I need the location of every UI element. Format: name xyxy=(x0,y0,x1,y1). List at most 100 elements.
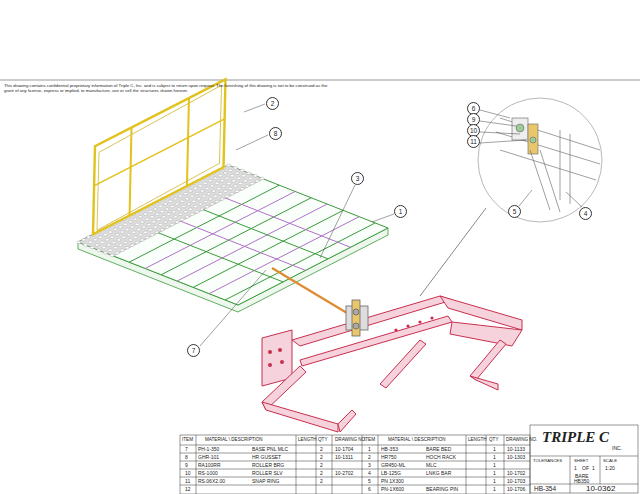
table-cell: 1 xyxy=(493,463,496,468)
plate-dimple xyxy=(125,246,129,249)
plate-dimple xyxy=(125,228,129,231)
deck-line xyxy=(181,221,306,270)
plate-dimple xyxy=(104,252,108,255)
plate-dimple xyxy=(245,185,249,188)
table-cell: 10-2702 xyxy=(335,471,353,476)
plate-dimple xyxy=(260,177,264,180)
plate-dimple xyxy=(165,208,169,211)
plate-dimple xyxy=(138,215,142,218)
plate-dimple xyxy=(153,208,157,211)
plate-dimple xyxy=(235,190,239,193)
plate-dimple xyxy=(115,252,119,255)
detail-view-part xyxy=(528,124,538,154)
table-cell: PH-1-350 xyxy=(198,447,219,452)
table-cell: 7 xyxy=(185,447,188,452)
plate-dimple xyxy=(123,223,127,226)
plate-dimple xyxy=(239,182,243,185)
plate-dimple xyxy=(103,233,107,236)
rack-bar xyxy=(130,128,132,216)
deck-line xyxy=(226,198,351,247)
table-cell: RS.06X2.00 xyxy=(198,479,225,484)
rack-frame xyxy=(97,85,222,230)
table-cell: 10-1303 xyxy=(507,455,525,460)
table-cell: DRAWING NO. xyxy=(335,438,366,443)
plate-dimple xyxy=(235,172,239,175)
deck-line xyxy=(203,210,328,259)
plate-dimple xyxy=(128,221,132,224)
table-cell: 10-1311 xyxy=(335,455,353,460)
plate-dimple xyxy=(180,218,184,221)
roller-holes-part xyxy=(278,348,282,352)
callout-number: 3 xyxy=(351,172,364,185)
plate-dimple xyxy=(172,210,176,213)
plate-dimple xyxy=(247,172,251,175)
plate-dimple xyxy=(117,239,121,242)
plate-dimple xyxy=(102,246,106,249)
detail-view xyxy=(420,98,602,296)
title-block-text: INC. xyxy=(612,446,622,451)
plate-dimple xyxy=(240,169,244,172)
plate-dimple xyxy=(164,221,168,224)
leader-lines-part xyxy=(372,214,394,222)
table-cell: 10-1703 xyxy=(507,479,525,484)
table-cell: 10-1133 xyxy=(507,447,525,452)
plate-dimple xyxy=(154,226,158,229)
table-cell: 2 xyxy=(320,447,323,452)
callout-number: 7 xyxy=(187,344,200,357)
drawing-frame xyxy=(0,80,640,81)
plate-dimple xyxy=(220,180,224,183)
plate-dimple xyxy=(114,246,118,249)
roller-holes-part xyxy=(280,360,284,364)
plate-dimple xyxy=(249,177,253,180)
table-cell: GR450-ML xyxy=(381,463,405,468)
plate-dimple xyxy=(250,182,254,185)
rack-bar xyxy=(94,119,225,186)
detail-view-part xyxy=(516,124,524,132)
plate-dimple xyxy=(228,169,232,172)
plate-dimple xyxy=(180,200,184,203)
plate-dimple xyxy=(155,213,159,216)
table-cell: SNAP RING xyxy=(252,479,279,484)
plate-dimple xyxy=(139,234,143,237)
plate-dimple xyxy=(179,213,183,216)
detail-view-part xyxy=(560,130,561,200)
plate-dimple xyxy=(120,249,124,252)
title-block-lines-part xyxy=(530,425,638,493)
leader-lines-part xyxy=(480,132,520,134)
title-block-text: TOLERANCES xyxy=(533,459,562,463)
plate-dimple xyxy=(209,198,213,201)
callout-number: 2 xyxy=(266,97,279,110)
table-cell: 2 xyxy=(320,479,323,484)
table-cell: 1 xyxy=(493,479,496,484)
title-block-text: 1:20 xyxy=(605,466,615,471)
linkage-part xyxy=(353,323,359,329)
rack-bar xyxy=(187,98,189,186)
parts-table-lines-part xyxy=(180,461,530,462)
parts-table-lines-part xyxy=(180,477,530,478)
plate-dimple xyxy=(210,185,214,188)
plate-dimple xyxy=(110,254,114,257)
table-cell: QTY xyxy=(489,438,498,443)
leader-lines-part xyxy=(244,104,265,112)
plate-dimple xyxy=(169,218,173,221)
detail-view-part xyxy=(496,132,600,164)
roller-holes-part xyxy=(394,328,397,331)
plate-dimple xyxy=(223,172,227,175)
plate-dimple xyxy=(168,200,172,203)
plate-dimple xyxy=(130,226,134,229)
roller-holes-part xyxy=(418,320,421,323)
table-cell: ROLLER BRG xyxy=(252,463,284,468)
plate-dimple xyxy=(187,203,191,206)
roller-holes-part xyxy=(430,316,433,319)
plate-dimple xyxy=(225,177,229,180)
plate-dimple xyxy=(175,203,179,206)
plate-dimple xyxy=(112,241,116,244)
plate-dimple xyxy=(200,190,204,193)
leader-lines-part xyxy=(236,135,268,150)
plate-dimple xyxy=(193,187,197,190)
drawing-frame-part xyxy=(0,80,640,81)
table-cell: 6 xyxy=(368,487,371,492)
table-cell: 8 xyxy=(185,455,188,460)
callout-number: 4 xyxy=(579,207,592,220)
title-block-lines-part xyxy=(600,456,601,484)
